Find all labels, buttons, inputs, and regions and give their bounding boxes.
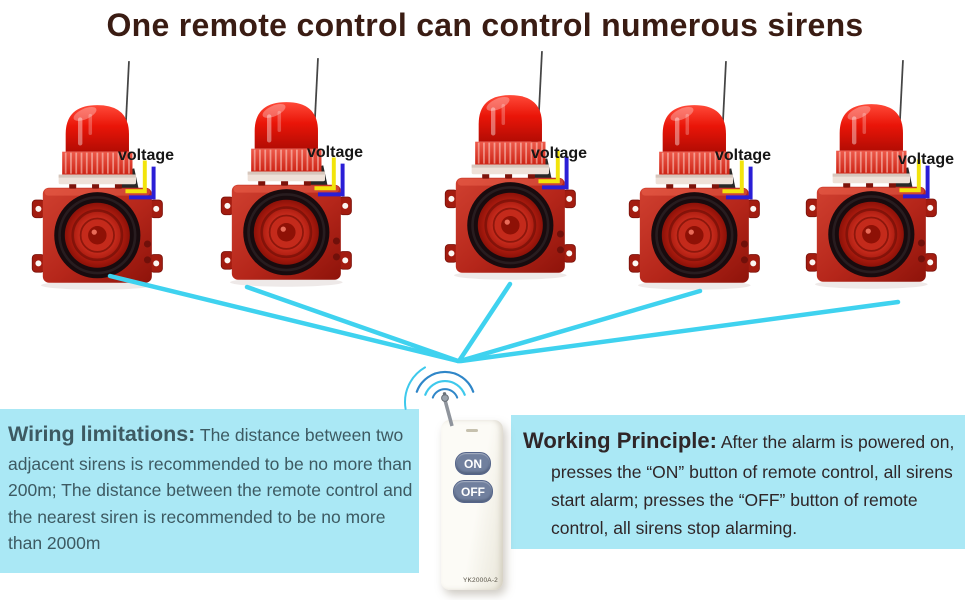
siren-icon [30,59,165,292]
siren-icon [804,58,939,291]
remote-off-button: OFF [453,480,493,503]
siren-3: voltage [443,49,595,285]
siren-icon [627,59,762,292]
radio-waves-icon [404,366,475,410]
page-title: One remote control can control numerous … [106,7,864,43]
siren-5: voltage [804,58,956,294]
working-principle-body: After the alarm is powered on, presses t… [551,432,955,539]
wiring-limitations-box: Wiring limitations: The distance between… [0,409,419,573]
working-principle-box: Working Principle: After the alarm is po… [511,415,965,549]
siren-icon [443,49,578,282]
siren-1: voltage [30,59,182,295]
voltage-label: voltage [118,147,175,164]
wiring-limitations-heading: Wiring limitations: [8,422,196,446]
wiring-limitations-text: Wiring limitations: The distance between… [8,418,413,557]
siren-4: voltage [627,59,779,295]
voltage-label: voltage [531,145,588,162]
siren-2: voltage [219,56,371,292]
remote-speaker-slot-icon [466,429,478,432]
wiring-limitations-body: The distance between two adjacent sirens… [8,425,413,554]
working-principle-heading: Working Principle: [523,428,717,453]
voltage-label: voltage [307,144,364,161]
voltage-label: voltage [715,147,772,164]
siren-icon [219,56,354,289]
remote-on-button: ON [455,452,491,475]
remote-control: ON OFF YK2000A-2 [441,420,503,590]
working-principle-text: Working Principle: After the alarm is po… [523,423,957,542]
remote-model-label: YK2000A-2 [462,577,498,584]
voltage-label: voltage [898,151,955,168]
